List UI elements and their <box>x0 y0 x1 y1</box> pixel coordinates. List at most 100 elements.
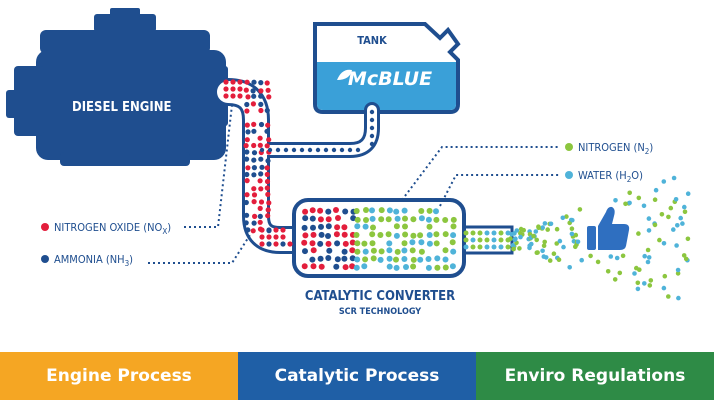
particle-dot <box>257 219 263 225</box>
ammonia-tail: ) <box>129 253 133 266</box>
particle-dot <box>569 231 575 237</box>
particle-dot <box>463 237 469 243</box>
particle-dot <box>280 227 286 233</box>
particle-dot <box>425 216 432 223</box>
particle-dot <box>505 244 511 250</box>
particle-dot <box>545 227 550 232</box>
particle-dot <box>258 156 264 162</box>
particle-dot <box>341 224 348 231</box>
engine-label: DIESEL ENGINE <box>72 100 172 115</box>
particle-dot <box>369 133 375 139</box>
particle-dot <box>258 101 264 107</box>
particle-dot <box>264 185 270 191</box>
particle-dot <box>470 230 476 236</box>
particle-dot <box>349 239 356 246</box>
particle-dot <box>354 223 361 230</box>
particle-dot <box>634 265 639 271</box>
particle-dot <box>401 247 408 254</box>
particle-dot <box>342 240 349 247</box>
particle-dot <box>426 223 433 230</box>
particle-dot <box>617 270 623 276</box>
particle-dot <box>265 158 271 164</box>
particle-dot <box>508 236 513 241</box>
particle-dot <box>349 247 356 254</box>
particle-dot <box>237 79 243 85</box>
particle-dot <box>517 246 522 251</box>
particle-dot <box>442 217 449 223</box>
particle-dot <box>363 207 369 213</box>
particle-dot <box>511 246 516 252</box>
particle-dot <box>534 237 539 243</box>
particle-dot <box>635 286 641 292</box>
particle-dot <box>612 277 618 282</box>
particle-dot <box>556 257 562 263</box>
particle-dot <box>251 79 257 85</box>
particle-dot <box>318 231 325 238</box>
legend-nitrogen: NITROGEN (N2) <box>565 141 653 156</box>
particle-dot <box>354 256 361 263</box>
particle-dot <box>258 93 264 99</box>
particle-dot <box>378 248 385 255</box>
particle-dot <box>310 231 317 238</box>
particle-dot <box>341 248 348 255</box>
particle-dot <box>450 248 457 255</box>
particle-dot <box>675 223 680 228</box>
particle-dot <box>333 263 340 270</box>
leader-lines <box>148 104 560 264</box>
particle-dot <box>302 208 309 215</box>
particle-dot <box>259 147 265 153</box>
particle-dot <box>369 141 375 147</box>
particle-dot <box>323 147 329 153</box>
particle-dot <box>671 227 676 232</box>
particle-dot <box>636 195 642 201</box>
nitrogen-tail: ) <box>649 141 653 154</box>
particle-dot <box>243 87 249 93</box>
particle-dot <box>266 241 272 247</box>
particle-dot <box>266 227 272 233</box>
tab-enviro-regulations[interactable]: Enviro Regulations <box>476 352 714 400</box>
tab-catalytic-process[interactable]: Catalytic Process <box>238 352 476 400</box>
particle-dot <box>244 192 250 198</box>
particle-dot <box>579 257 584 263</box>
particle-dot <box>302 248 308 255</box>
particle-dot <box>675 267 681 273</box>
particle-dot <box>361 263 368 270</box>
particle-dot <box>325 216 332 223</box>
particle-dot <box>554 226 560 232</box>
legend-nitrogen-oxide: NITROGEN OXIDE (NOX) <box>41 221 171 236</box>
particle-dot <box>442 264 449 271</box>
particle-dot <box>554 241 559 246</box>
particle-dot <box>410 263 417 270</box>
particle-dot <box>353 208 360 214</box>
particle-dot <box>477 237 483 243</box>
particle-dot <box>685 191 691 196</box>
nitrogen-oxide-text: NITROGEN OXIDE (NO <box>54 221 163 234</box>
particle-dot <box>635 280 641 286</box>
particle-dot <box>683 256 689 262</box>
particle-dot <box>347 147 353 153</box>
particle-dot <box>257 213 263 219</box>
svg-text:AMMONIA (NH3): AMMONIA (NH3) <box>54 253 133 268</box>
particle-dot <box>310 247 317 254</box>
particle-dot <box>534 250 540 255</box>
particle-dot <box>418 208 425 214</box>
leaf-icon <box>337 69 352 80</box>
particle-dot <box>393 223 400 230</box>
water-sub: 2 <box>627 175 632 184</box>
particle-dot <box>251 172 257 178</box>
particle-dot <box>417 232 424 239</box>
particle-dot <box>251 150 258 156</box>
particle-dot <box>244 171 250 178</box>
particle-dot <box>595 259 601 265</box>
particle-dot <box>673 197 679 202</box>
particle-dot <box>250 228 256 234</box>
particle-dot <box>402 231 409 238</box>
particle-dot <box>341 231 348 238</box>
particle-dot <box>450 223 457 230</box>
particle-dot <box>557 238 563 244</box>
tab-engine-process[interactable]: Engine Process <box>0 352 238 400</box>
water-dot <box>565 171 573 179</box>
particle-dot <box>258 186 264 192</box>
particle-dot <box>273 241 279 247</box>
ammonia-sub: 3 <box>125 259 130 268</box>
